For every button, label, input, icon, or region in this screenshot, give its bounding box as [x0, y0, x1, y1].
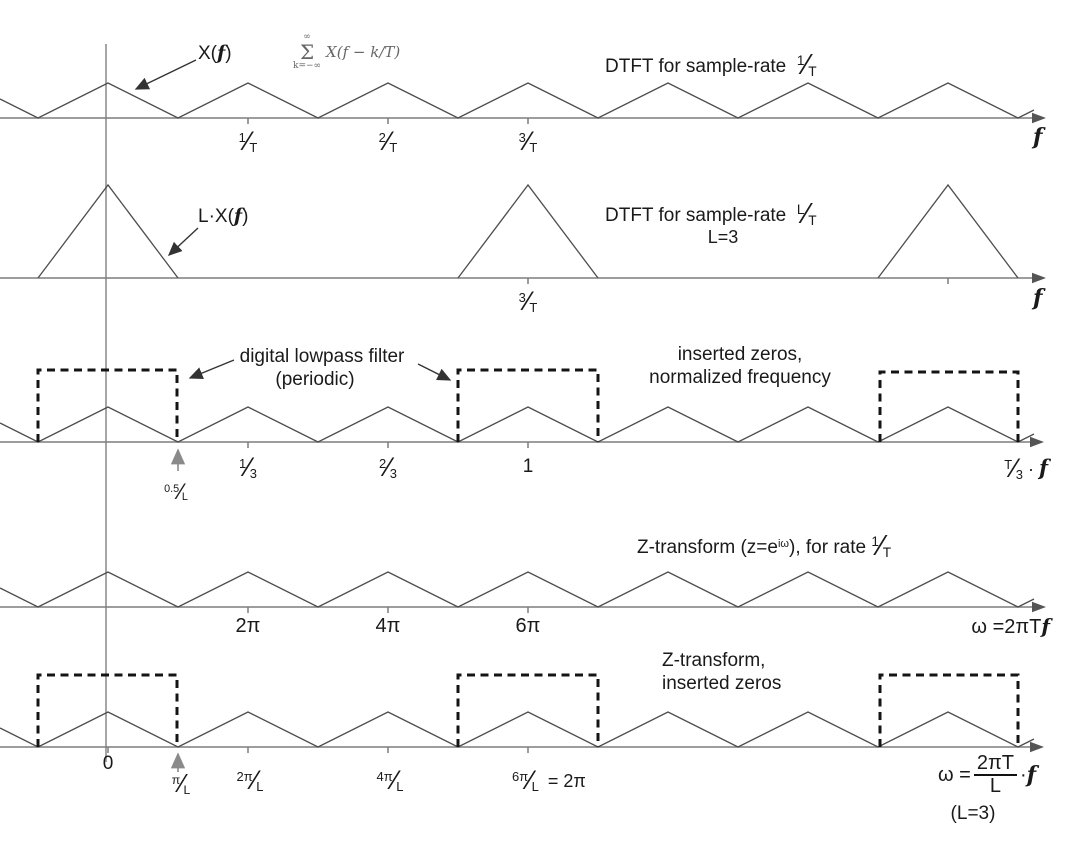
row4-tick-4pi: 4π	[375, 615, 401, 637]
row1-tick-1T: 1T	[239, 124, 258, 156]
row3-filter-pointer-arrow-right	[417, 363, 452, 381]
row2-axis-label-f: f	[1033, 285, 1043, 311]
row2-wave	[37, 183, 1019, 279]
rate-fraction: LT	[797, 198, 817, 230]
row5-caption-line1: Z-transform,	[662, 650, 766, 671]
row1-axis-label-f: f	[1033, 124, 1043, 150]
row3-caption-line1: inserted zeros,	[677, 344, 803, 365]
signal-post: )	[225, 43, 232, 64]
row5-tick-6piL: 6πL = 2π	[512, 763, 586, 795]
row3-tick-two-thirds: 23	[379, 450, 397, 482]
row2-axis	[0, 277, 1035, 284]
row3-wave	[0, 406, 1035, 443]
row3-filter-label-line2: (periodic)	[275, 369, 355, 390]
row4-axis-arrowhead	[1032, 601, 1046, 613]
row3-tick-one: 1	[522, 456, 534, 477]
row2-subtitle-L3: L=3	[707, 227, 739, 247]
row5-lowpass-filter-dashed	[36, 673, 1020, 747]
row4-tick-2pi: 2π	[235, 615, 261, 637]
row4-axis-label: ω =2πTf	[971, 614, 1050, 638]
row1-axis-arrowhead	[1032, 112, 1046, 124]
row3-cutoff-label: 0.5L	[164, 477, 188, 504]
rate-fraction: 1T	[797, 49, 817, 81]
row2-tick-3T: 3T	[519, 284, 538, 316]
row5-axis	[0, 746, 1033, 753]
row2-title: DTFT for sample-rate LT	[605, 196, 817, 230]
sum-sigma-column: ∞ Σ k=−∞	[293, 32, 322, 71]
row4-title: Z-transform (z=eiω), for rate 1T	[637, 528, 891, 562]
row4-tick-6pi: 6π	[515, 615, 541, 637]
row2-axis-arrowhead	[1032, 272, 1046, 284]
row5-wave	[0, 711, 1035, 748]
row5-tick-0: 0	[102, 753, 114, 774]
row3-filter-label-line1: digital lowpass filter	[239, 346, 405, 367]
row5-cutoff-label: πL	[172, 768, 191, 798]
signal-pre: X(	[198, 43, 217, 64]
row3-lowpass-filter-dashed	[36, 368, 1020, 442]
row5-note-L3: (L=3)	[950, 803, 996, 824]
row1-signal-pointer-arrow	[134, 59, 197, 90]
row3-axis-label: T3 · f	[1004, 451, 1048, 483]
row5-tick-4piL: 4πL	[377, 763, 404, 795]
row3-axis-arrowhead	[1030, 436, 1044, 448]
row3-filter-pointer-arrow-left	[188, 359, 235, 380]
row5-caption-line2: inserted zeros	[662, 673, 782, 694]
row1-signal-label: X(f)	[198, 42, 232, 65]
row3-tick-one-third: 13	[239, 450, 257, 482]
row1-title: DTFT for sample-rate 1T	[605, 47, 817, 81]
row1-wave	[0, 82, 1035, 119]
row4-wave	[0, 571, 1035, 608]
row2-signal-pointer-arrow	[167, 227, 199, 256]
row2-signal-label: L·X(f)	[198, 205, 249, 227]
aliasing-sum-formula: ∞ Σ k=−∞ X(f − k/T)	[293, 33, 400, 71]
signal-f: f	[217, 42, 226, 64]
sum-expression: X(f − k/T)	[326, 43, 401, 61]
row5-tick-2piL: 2πL	[237, 763, 264, 795]
row4-axis	[0, 606, 1035, 613]
row5-axis-arrowhead	[1030, 741, 1044, 753]
row3-caption-line2: normalized frequency	[649, 367, 831, 388]
row1-tick-2T: 2T	[379, 124, 398, 156]
row1-axis	[0, 117, 1035, 124]
row1-tick-3T: 3T	[519, 124, 538, 156]
row3-axis	[0, 441, 1033, 448]
